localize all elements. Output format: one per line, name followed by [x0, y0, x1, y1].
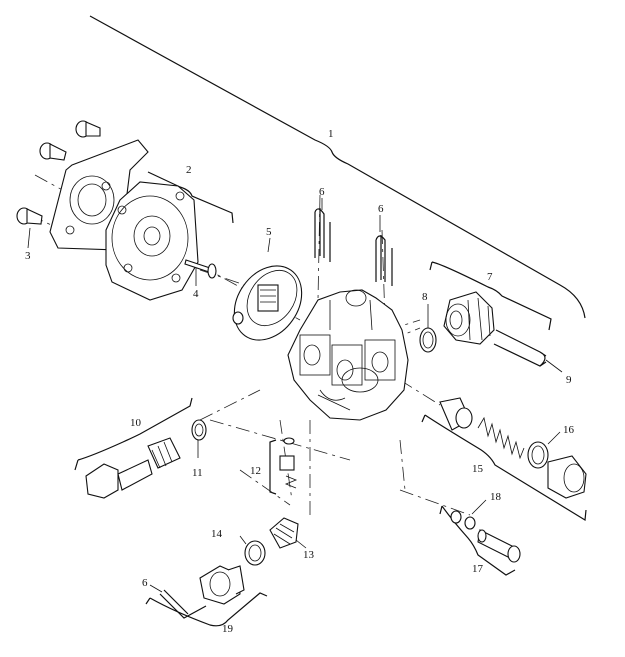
clip-part-9: [493, 329, 547, 367]
leader-lines: [27, 198, 563, 593]
bracket-part-19: [145, 592, 268, 627]
oring-part-8: [419, 327, 437, 353]
label-14: 14: [211, 528, 223, 540]
part-labels: 1 2 3 4 5 6 6 6 7 8 9 10 11 12 13 14 15 …: [25, 128, 575, 635]
pin-part-4: [184, 259, 217, 279]
bracket-part-7: [429, 261, 552, 331]
label-5: 5: [266, 226, 272, 238]
bracket-part-10: [74, 397, 193, 471]
oring-part-16: [527, 441, 549, 469]
label-18: 18: [490, 491, 502, 503]
valve-part-10: [85, 437, 181, 499]
oring-part-11: [191, 419, 207, 441]
label-3: 3: [25, 250, 31, 262]
label-8: 8: [422, 291, 428, 303]
label-7: 7: [487, 271, 493, 283]
wobble-plate-part-5: [232, 265, 303, 341]
fitting-part-17: [477, 529, 521, 563]
bracket-part-17: [439, 505, 516, 576]
spring-part-15: [477, 416, 525, 460]
clip-part-6-right: [375, 235, 393, 286]
label-13: 13: [303, 549, 315, 561]
filter-part-13: [269, 517, 299, 549]
screw-part-3: [16, 120, 101, 225]
inlet-part-19: [199, 565, 245, 605]
label-17: 17: [472, 563, 484, 575]
label-2: 2: [186, 164, 192, 176]
check-valve-part-12: [279, 437, 298, 489]
bracket-part-2: [147, 171, 234, 224]
plug-part-7: [443, 291, 495, 345]
label-1: 1: [328, 128, 334, 140]
label-12: 12: [250, 465, 261, 477]
label-15: 15: [472, 463, 484, 475]
label-4: 4: [193, 288, 199, 300]
clip-part-6-bottom: [159, 589, 207, 619]
piston-part-15: [439, 397, 473, 431]
label-9: 9: [566, 374, 572, 386]
bracket-part-12: [269, 439, 277, 495]
flange-part-2: [105, 181, 199, 301]
label-11: 11: [192, 467, 203, 479]
label-19: 19: [222, 623, 234, 635]
bracket-assembly-1: [89, 15, 586, 319]
label-6-bottom: 6: [142, 577, 148, 589]
oring-part-18: [450, 510, 476, 530]
clip-part-6-left: [314, 208, 331, 262]
pump-body-part-1: [287, 289, 409, 421]
label-6-top-left: 6: [319, 186, 325, 198]
label-10: 10: [130, 417, 142, 429]
oring-part-14: [244, 540, 266, 566]
label-16: 16: [563, 424, 575, 436]
bracket-part-15: [421, 414, 587, 522]
cap-part-15: [547, 455, 587, 499]
label-6-top-right: 6: [378, 203, 384, 215]
